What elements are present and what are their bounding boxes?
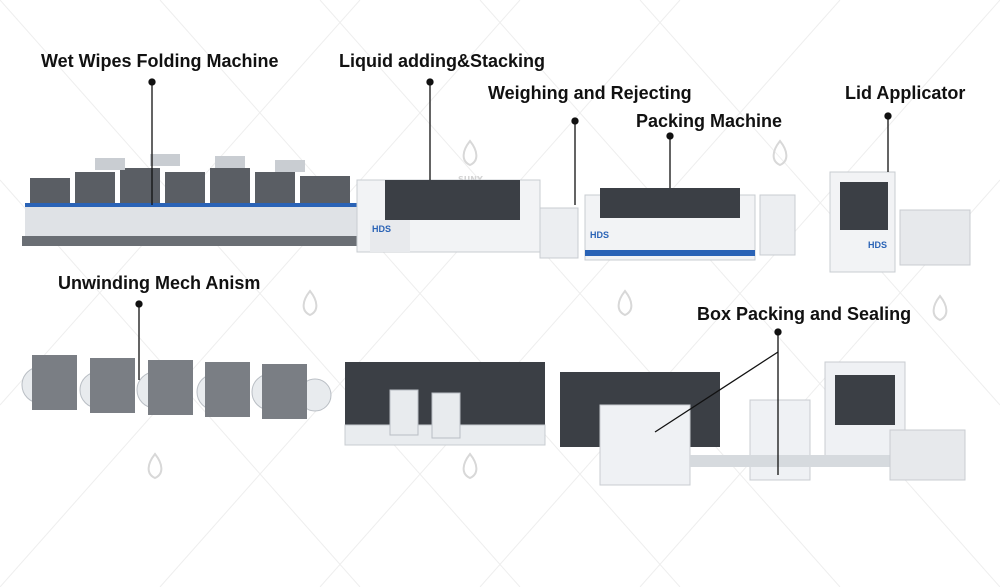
liquid-adding-stacking-machine: HDS: [356, 179, 579, 259]
unwinding-units: [21, 355, 332, 419]
hds-logo: HDS: [372, 224, 391, 234]
watermark-logo-5: [932, 294, 948, 322]
watermark-logo-4: [617, 289, 633, 317]
label-liquid-adding: Liquid adding&Stacking: [339, 51, 545, 71]
watermark-logo-6: [147, 452, 163, 480]
box-packing-sealing-machine: [599, 361, 966, 486]
label-packing: Packing Machine: [636, 111, 783, 131]
watermark-logo-7: [462, 452, 478, 480]
watermark-logo-3: [302, 289, 318, 317]
watermark-logo-1: [462, 139, 478, 167]
hds-logo-packing: HDS: [590, 230, 609, 240]
label-wet-wipes-folding: Wet Wipes Folding Machine: [41, 51, 279, 71]
wet-wipes-folding-machine: [22, 154, 360, 246]
pointer-lines: [135, 78, 892, 475]
lid-applicator: HDS: [829, 171, 971, 273]
label-box-packing: Box Packing and Sealing: [697, 304, 912, 324]
label-lid-applicator: Lid Applicator: [845, 83, 966, 103]
hds-logo-lid: HDS: [868, 240, 887, 250]
packing-machine: HDS: [584, 188, 796, 261]
label-unwinding: Unwinding Mech Anism: [58, 273, 261, 293]
label-weighing: Weighing and Rejecting: [488, 83, 692, 103]
watermark-logo-2: [772, 139, 788, 167]
